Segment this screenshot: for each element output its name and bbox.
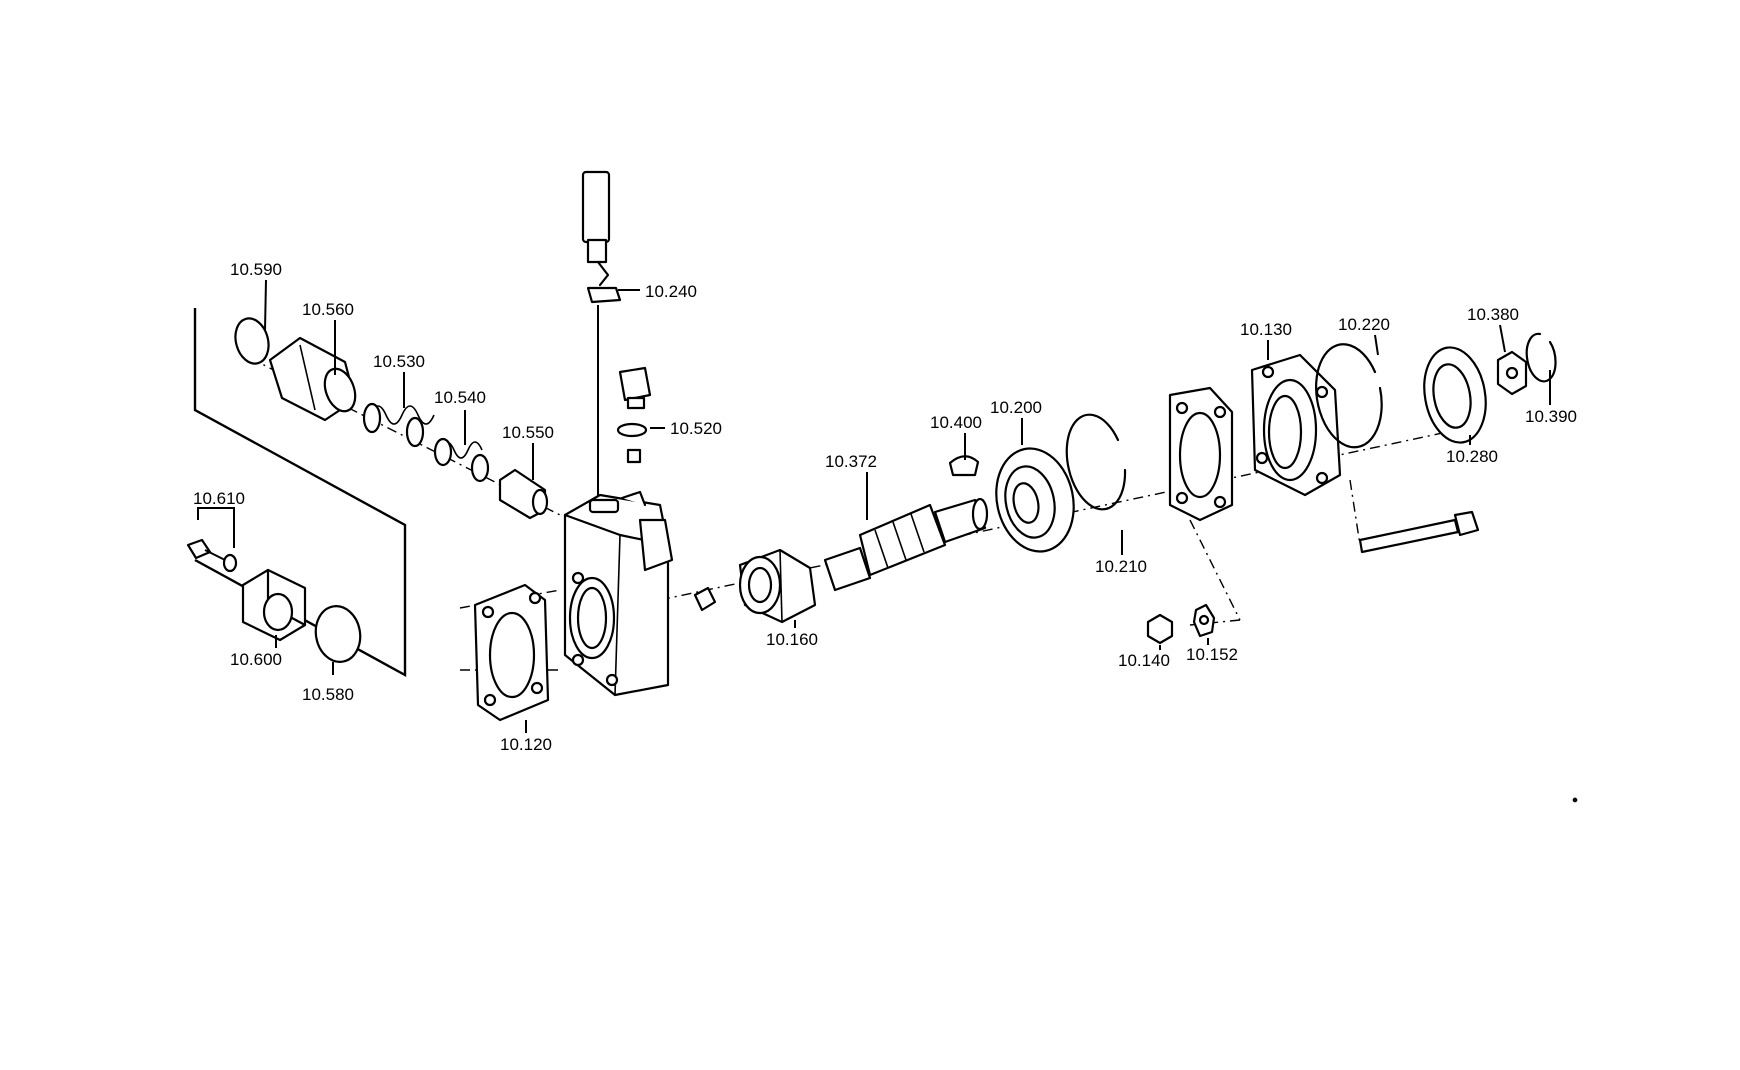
valve-housing: [563, 490, 674, 697]
label-10200: 10.200: [990, 398, 1042, 417]
label-10210: 10.210: [1095, 557, 1147, 576]
key-10400: [948, 455, 980, 477]
label-10280: 10.280: [1446, 447, 1498, 466]
nut-10140: [1146, 613, 1174, 645]
label-10140: 10.140: [1118, 651, 1170, 670]
nut-10380: [1496, 350, 1528, 396]
label-10540: 10.540: [434, 388, 486, 407]
label-10550: 10.550: [502, 423, 554, 442]
label-10152: 10.152: [1186, 645, 1238, 664]
part-labels: 10.590 10.560 10.530 10.540 10.550 10.24…: [193, 260, 1577, 754]
housing-10130: [1250, 353, 1342, 497]
oring-10580: [314, 605, 362, 663]
label-10130: 10.130: [1240, 320, 1292, 339]
label-10520: 10.520: [670, 419, 722, 438]
label-10590: 10.590: [230, 260, 282, 279]
circlip-10220: [1315, 343, 1383, 449]
label-10390: 10.390: [1525, 407, 1577, 426]
leader-lines: [264, 279, 1551, 733]
label-10220: 10.220: [1338, 315, 1390, 334]
sleeve-10560: [268, 336, 357, 422]
gasket-10120: [473, 583, 550, 722]
cover-10600: [241, 568, 307, 642]
snapring-10210: [1065, 413, 1127, 511]
label-10560: 10.560: [302, 300, 354, 319]
coupling-10160: [738, 548, 817, 624]
ring-10390: [1525, 332, 1557, 383]
label-10610: 10.610: [193, 489, 245, 508]
plug-10520: [616, 366, 652, 464]
sensor-10240: [581, 170, 622, 505]
shaft-10372: [823, 497, 989, 592]
seal-10280: [1423, 346, 1487, 444]
bolt-10610: [186, 507, 238, 573]
long-bolt: [1358, 510, 1480, 554]
label-10530: 10.530: [373, 352, 425, 371]
stray-dot: [1572, 797, 1578, 803]
spring-10530: [362, 402, 435, 448]
spring-10540: [433, 437, 490, 483]
bearing-10200: [995, 447, 1075, 553]
washer-10152: [1192, 603, 1216, 638]
gasket-flange: [1168, 386, 1234, 522]
oring-10590: [234, 317, 270, 365]
label-10600: 10.600: [230, 650, 282, 669]
nut-small: [693, 586, 717, 612]
piston-10550: [498, 468, 549, 520]
label-10240: 10.240: [645, 282, 697, 301]
label-10580: 10.580: [302, 685, 354, 704]
label-10120: 10.120: [500, 735, 552, 754]
label-10372: 10.372: [825, 452, 877, 471]
label-10400: 10.400: [930, 413, 982, 432]
label-10380: 10.380: [1467, 305, 1519, 324]
label-10160: 10.160: [766, 630, 818, 649]
